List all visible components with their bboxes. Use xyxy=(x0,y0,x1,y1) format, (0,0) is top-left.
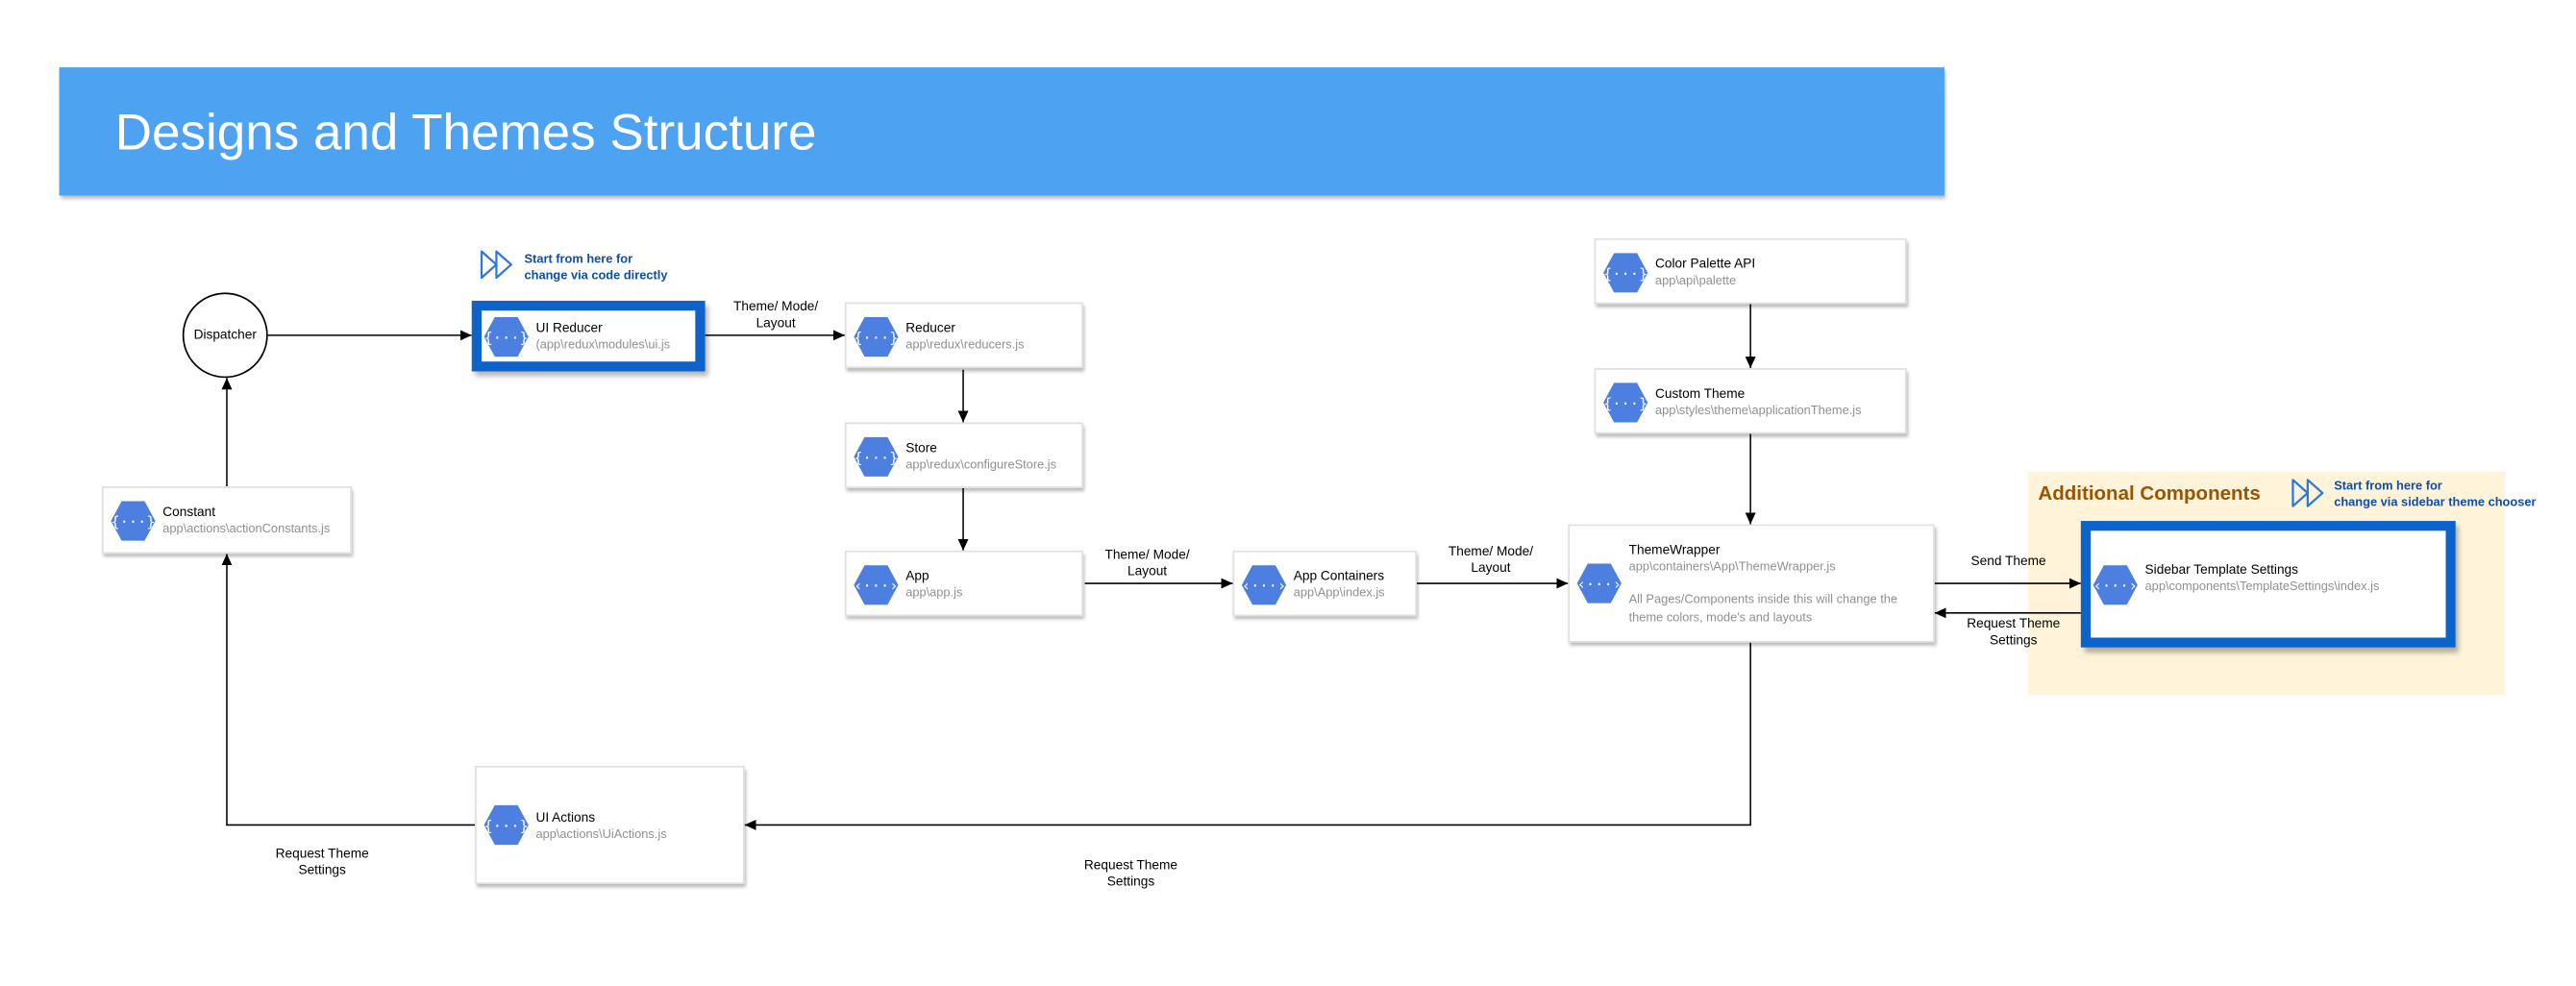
edge-label-line: Theme/ Mode/ xyxy=(1448,544,1534,559)
node-name: Color Palette API xyxy=(1654,256,1756,272)
svg-text:‹···›: ‹···› xyxy=(2093,578,2138,595)
edge-label-line: Request Theme xyxy=(1083,857,1178,874)
node-path: app\containers\App\ThemeWrapper.js xyxy=(1628,558,1836,574)
api-hex-icon: ‹···› xyxy=(1577,563,1622,604)
fast-forward-icon xyxy=(480,250,512,280)
edge-label-line: Settings xyxy=(298,862,346,878)
edge-label-line: Theme/ Mode/ xyxy=(1104,547,1190,562)
callout-code-line1: Start from here for xyxy=(524,251,633,267)
node-app[interactable]: ‹···› App app\app.js xyxy=(844,550,1083,617)
edge-label-containers-wrapper: Theme/ Mode/ Layout xyxy=(1440,544,1542,577)
fast-forward-icon xyxy=(2291,479,2324,507)
node-path: app\styles\theme\applicationTheme.js xyxy=(1654,402,1862,418)
node-ui-reducer[interactable]: {···} UI Reducer (app\redux\modules\ui.j… xyxy=(471,300,706,372)
node-name: UI Actions xyxy=(535,810,596,826)
svg-text:{···}: {···} xyxy=(111,513,155,530)
node-app-containers[interactable]: ‹···› App Containers app\App\index.js xyxy=(1232,550,1418,617)
node-theme-wrapper[interactable]: ‹···› ThemeWrapper app\containers\App\Th… xyxy=(1568,524,1935,643)
edge-label-line: Request Theme xyxy=(1967,616,2061,631)
api-hex-icon: ‹···› xyxy=(2093,565,2138,605)
api-hex-icon: ‹···› xyxy=(854,565,899,605)
edge-label-uireducer-reducer: Theme/ Mode/ Layout xyxy=(725,299,827,332)
edge-label-request-sidebar: Request Theme Settings xyxy=(1956,616,2071,649)
title-banner: Designs and Themes Structure xyxy=(59,67,1944,196)
node-path: (app\redux\modules\ui.js xyxy=(535,336,671,352)
node-description: All Pages/Components inside this will ch… xyxy=(1628,591,1898,625)
api-hex-icon: ‹···› xyxy=(1242,565,1286,605)
node-ui-actions[interactable]: {···} UI Actions app\actions\UiActions.j… xyxy=(475,765,745,884)
svg-text:{···}: {···} xyxy=(854,449,898,466)
additional-components-title: Additional Components xyxy=(2038,481,2261,505)
node-custom-theme[interactable]: {···} Custom Theme app\styles\theme\appl… xyxy=(1594,368,1907,434)
callout-sidebar: Start from here for change via sidebar t… xyxy=(2334,479,2536,511)
node-constant[interactable]: {···} Constant app\actions\actionConstan… xyxy=(102,486,352,555)
api-hex-icon: {···} xyxy=(854,436,899,477)
node-path: app\redux\reducers.js xyxy=(905,336,1025,352)
page-title: Designs and Themes Structure xyxy=(114,103,817,161)
node-path: app\actions\actionConstants.js xyxy=(162,521,331,536)
callout-sidebar-line1: Start from here for xyxy=(2334,478,2442,493)
dispatcher-label: Dispatcher xyxy=(193,327,257,342)
node-store[interactable]: {···} Store app\redux\configureStore.js xyxy=(844,422,1083,488)
callout-sidebar-line2: change via sidebar theme chooser xyxy=(2334,494,2537,510)
node-name: Sidebar Template Settings xyxy=(2144,561,2299,578)
callout-code: Start from here for change via code dire… xyxy=(524,252,667,284)
edge-wrapper-uiactions xyxy=(744,642,1751,830)
node-name: Reducer xyxy=(905,320,955,335)
node-name: Store xyxy=(905,440,937,456)
edge-label-line: Send Theme xyxy=(1970,554,2046,569)
node-reducer[interactable]: {···} Reducer app\redux\reducers.js xyxy=(844,302,1083,369)
edge-label-line: Settings xyxy=(1106,874,1155,890)
node-path: app\actions\UiActions.js xyxy=(535,826,667,842)
callout-code-line2: change via code directly xyxy=(524,267,668,283)
svg-text:{···}: {···} xyxy=(484,817,529,834)
edge-label-request-left: Request Theme Settings xyxy=(264,847,380,879)
api-hex-icon: {···} xyxy=(484,317,529,357)
node-path: app\redux\configureStore.js xyxy=(905,456,1057,472)
svg-text:{···}: {···} xyxy=(1603,265,1647,283)
api-hex-icon: {···} xyxy=(111,501,156,541)
svg-text:‹···›: ‹···› xyxy=(1242,578,1286,595)
node-name: App Containers xyxy=(1293,568,1385,584)
api-hex-icon: {···} xyxy=(854,317,899,357)
svg-text:‹···›: ‹···› xyxy=(854,578,898,595)
svg-text:{···}: {···} xyxy=(1603,395,1647,412)
edge-uiactions-constant xyxy=(221,554,476,826)
edge-label-line: Layout xyxy=(755,315,796,331)
edge-label-app-containers: Theme/ Mode/ Layout xyxy=(1097,547,1199,579)
dispatcher-node[interactable]: Dispatcher xyxy=(182,292,268,379)
node-path: app\app.js xyxy=(905,584,963,601)
node-name: Custom Theme xyxy=(1654,385,1746,402)
api-hex-icon: {···} xyxy=(1603,253,1647,293)
edge-label-line: Settings xyxy=(1990,632,2038,648)
node-name: App xyxy=(905,568,929,584)
edge-label-line: Request Theme xyxy=(275,846,369,862)
edge-label-send-theme: Send Theme xyxy=(1959,554,2058,570)
node-name: UI Reducer xyxy=(535,320,603,335)
api-hex-icon: {···} xyxy=(484,804,529,845)
svg-text:{···}: {···} xyxy=(484,330,529,347)
node-path: app\api\palette xyxy=(1654,272,1737,288)
edge-label-line: Theme/ Mode/ xyxy=(733,299,819,314)
node-name: ThemeWrapper xyxy=(1628,542,1721,557)
edge-label-request-bottom: Request Theme Settings xyxy=(1074,858,1189,891)
api-hex-icon: {···} xyxy=(1603,382,1647,423)
node-color-palette[interactable]: {···} Color Palette API app\api\palette xyxy=(1594,237,1907,305)
node-path: app\components\TemplateSettings\index.js xyxy=(2144,578,2380,594)
node-name: Constant xyxy=(162,504,216,520)
node-sidebar-template-settings[interactable]: ‹···› Sidebar Template Settings app\comp… xyxy=(2080,521,2456,648)
edge-label-line: Layout xyxy=(1471,560,1511,576)
svg-text:{···}: {···} xyxy=(854,330,898,347)
node-path: app\App\index.js xyxy=(1293,584,1385,601)
svg-text:‹···›: ‹···› xyxy=(1577,576,1622,593)
edge-label-line: Layout xyxy=(1127,563,1168,579)
